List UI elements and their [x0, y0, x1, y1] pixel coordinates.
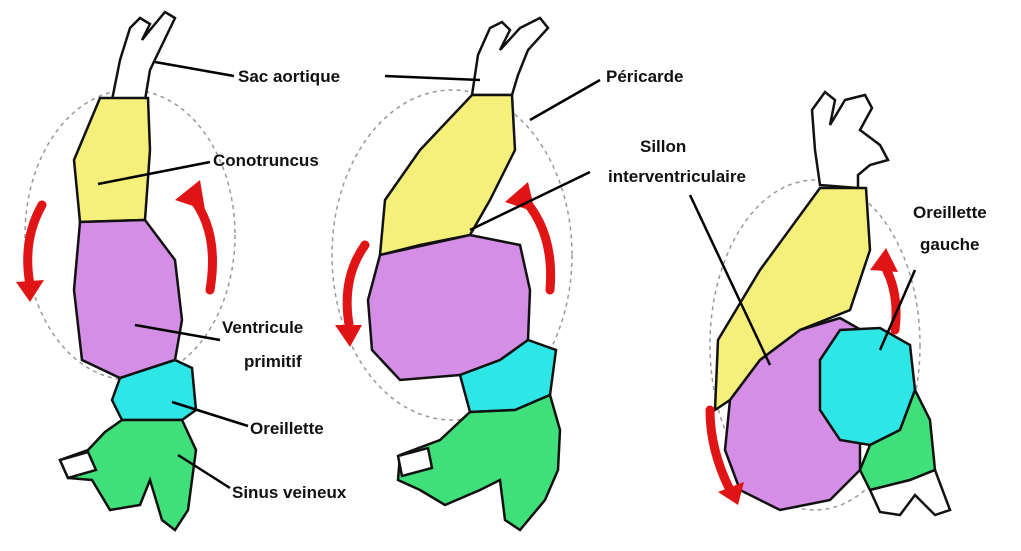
stage-1-aortic-sac	[112, 12, 175, 100]
leader-pericarde	[530, 80, 600, 120]
stage-2-aortic-sac	[472, 18, 548, 95]
label-ventricule: Ventricule	[222, 318, 303, 337]
stage-2-arrow-up-head	[505, 182, 535, 212]
leader-sac-aortique-left	[155, 62, 234, 76]
label-pericarde: Péricarde	[606, 67, 684, 86]
stage-1-arrow-up	[190, 195, 213, 290]
label-conotruncus: Conotruncus	[213, 151, 319, 170]
stage-2-arrow-down-head	[335, 325, 362, 347]
stage-1-ventricle	[74, 220, 182, 378]
label-sillon: Sillon	[640, 137, 686, 156]
leader-sac-aortique-right	[385, 76, 480, 80]
label-interventriculaire: interventriculaire	[608, 167, 746, 186]
label-sinus-veineux: Sinus veineux	[232, 483, 347, 502]
stage-3-arrow-up-head	[870, 248, 898, 272]
stage-3-aortic-sac	[812, 92, 888, 188]
stage-2-arrow-down	[347, 245, 365, 330]
label-oreillette-gauche-1: Oreillette	[913, 203, 987, 222]
stage-1-heart	[16, 12, 235, 530]
stage-2-heart	[332, 18, 572, 530]
label-sac-aortique: Sac aortique	[238, 67, 340, 86]
stage-1-arrow-up-head	[175, 180, 205, 210]
stage-1-arrow-down-head	[16, 280, 44, 302]
stage-3-heart	[710, 92, 950, 515]
label-oreillette-gauche-2: gauche	[920, 235, 980, 254]
stage-1-arrow-down	[28, 205, 42, 285]
label-oreillette: Oreillette	[250, 419, 324, 438]
stage-1-conotruncus	[74, 98, 150, 222]
label-primitif: primitif	[244, 352, 302, 371]
stage-2-conotruncus	[380, 95, 515, 255]
